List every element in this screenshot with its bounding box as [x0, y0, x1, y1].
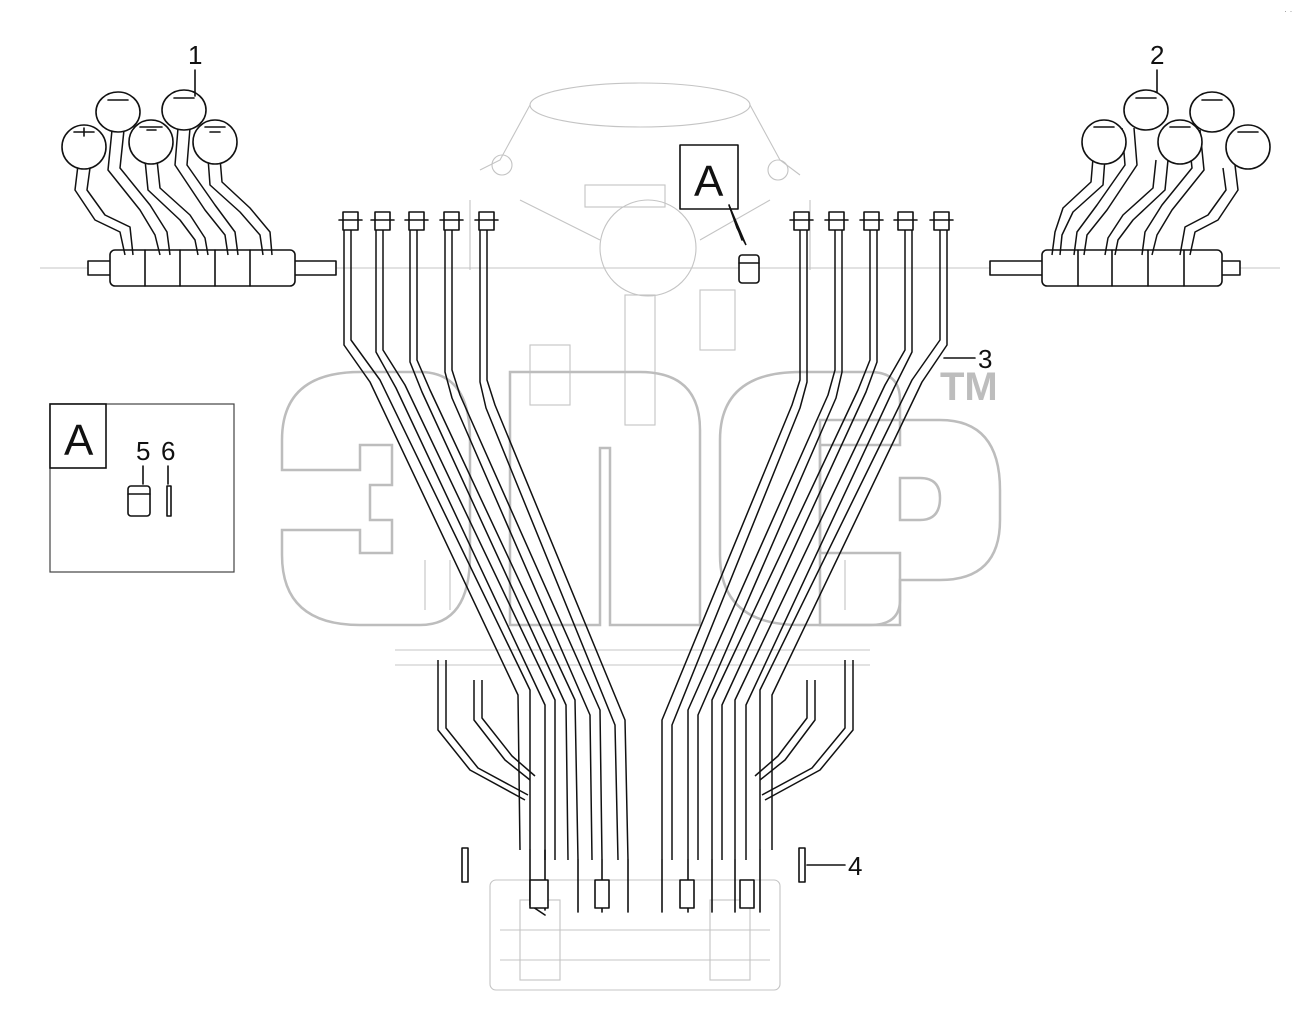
- callout-6: 6: [161, 436, 175, 466]
- inset-a-label: A: [64, 416, 94, 465]
- pin-left: [461, 847, 469, 883]
- callout-2: 2: [1150, 40, 1164, 70]
- bottom-linkage-ends: [529, 849, 761, 916]
- callout-4: 4: [848, 851, 862, 881]
- callout-5: 5: [136, 436, 150, 466]
- detail-a-marker: A: [679, 144, 747, 246]
- left-control-valve-block: [61, 89, 337, 287]
- detail-a-label: A: [694, 157, 724, 206]
- corner-mark: · ·: [1284, 6, 1293, 16]
- watermark-trademark: TM: [940, 365, 998, 409]
- callout-3: 3: [978, 344, 992, 374]
- watermark-logo: TM: [280, 365, 1002, 627]
- lower-side-rods: [437, 660, 854, 801]
- pin-right: [798, 847, 806, 883]
- nut-part-5: [127, 485, 151, 517]
- nut-detail-a: [738, 254, 760, 284]
- callouts: 1 2 3 4: [188, 40, 1164, 881]
- washer-part-6: [166, 485, 172, 517]
- inset-view-a: A 5 6: [49, 403, 235, 573]
- right-control-rods: [661, 211, 954, 860]
- left-control-rods: [338, 211, 629, 861]
- callout-1: 1: [188, 40, 202, 70]
- right-control-valve-block: [989, 89, 1271, 287]
